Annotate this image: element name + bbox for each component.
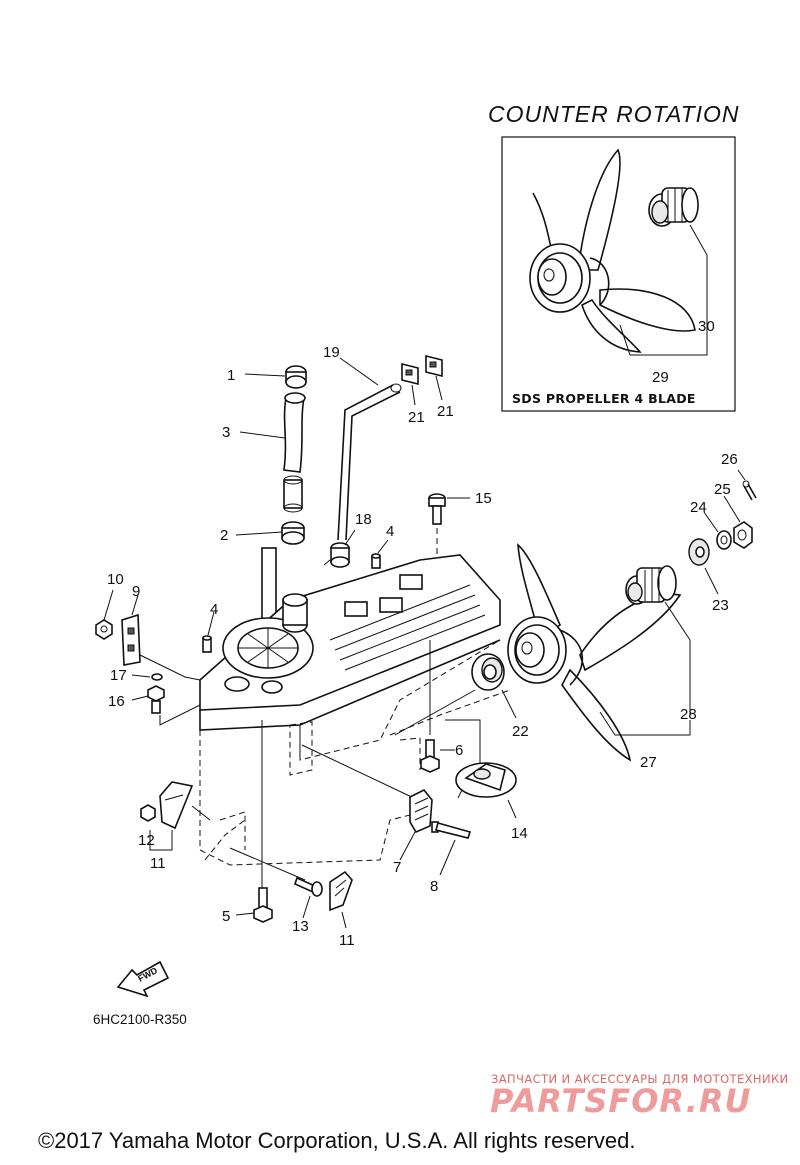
part-bolt-16: [428, 493, 446, 525]
callout-27: 27: [640, 754, 657, 771]
part-bolt-6: [420, 739, 440, 773]
callout-19: 18: [355, 511, 372, 528]
diagram-title: COUNTER ROTATION: [488, 101, 740, 127]
part-bolt-5: [253, 887, 273, 923]
part-nut-25: [733, 521, 753, 549]
callout-13: 12: [138, 832, 155, 849]
part-oring-18: [151, 673, 163, 681]
fwd-arrow: FWD: [116, 960, 170, 998]
inset-frame: [501, 136, 736, 412]
callout-26: 26: [721, 451, 738, 468]
part-nut-13: [140, 804, 156, 822]
callout-8: 9: [132, 583, 140, 600]
callout-12: 11: [150, 855, 166, 872]
part-washer-24: [716, 530, 732, 550]
copyright-notice: ©2017 Yamaha Motor Corporation, U.S.A. A…: [38, 1128, 636, 1153]
callout-25: 25: [714, 481, 731, 498]
part-pin-4b: [371, 553, 381, 569]
callout-1: 1: [227, 367, 235, 384]
part-cover-11: [329, 870, 353, 912]
part-clip-21b: [425, 354, 443, 378]
part-hose-20: [337, 383, 402, 541]
callout-17: 16: [108, 693, 125, 710]
part-bracket-8: [121, 613, 141, 666]
part-anode-7: [409, 788, 433, 834]
callout-4b: 4: [386, 523, 394, 540]
part-water-tube-3: [283, 392, 306, 513]
part-spline-hub-23: [625, 565, 677, 605]
part-fitting-19: [323, 542, 350, 568]
part-pin-4a: [202, 635, 212, 653]
callout-22: 22: [512, 723, 529, 740]
lower-casing-body: [199, 547, 511, 866]
callout-24: 24: [690, 499, 707, 516]
part-screw-14: [294, 876, 323, 897]
callout-3: 3: [222, 424, 230, 441]
inset-propeller: [529, 148, 696, 353]
callout-6: 6: [455, 742, 463, 759]
callout-4a: 4: [210, 601, 218, 618]
part-thrust-washer-22: [471, 653, 505, 691]
callout-2: 2: [220, 527, 228, 544]
callout-16: 15: [475, 490, 492, 507]
callout-20: 19: [323, 344, 340, 361]
callout-5: 5: [222, 908, 230, 925]
reference-code: 6HC2100-R350: [93, 1012, 187, 1027]
part-trim-tab-12: [159, 781, 194, 830]
callout-23: 23: [712, 597, 729, 614]
callout-18: 17: [110, 667, 127, 684]
watermark-logo: PARTSFOR.RU: [490, 1082, 751, 1120]
callout-28: 28: [680, 706, 697, 723]
part-nut-10: [95, 619, 113, 640]
callout-21a: 21: [408, 409, 425, 426]
part-propeller-27: [507, 543, 682, 762]
watermark-logo-text: PARTSFOR.RU: [490, 1082, 751, 1120]
callout-9: 8: [430, 878, 438, 895]
part-spacer-23: [688, 538, 710, 566]
callout-15: 14: [511, 825, 528, 842]
part-grommet-2: [281, 521, 305, 545]
callout-10: 10: [107, 571, 124, 588]
watermark-tagline: ЗАПЧАСТИ И АКСЕССУАРЫ ДЛЯ МОТОТЕХНИКИ: [491, 1072, 789, 1086]
part-anode-15: [455, 762, 517, 799]
part-plug-17: [147, 685, 165, 714]
callout-30: 30: [698, 318, 715, 335]
inset-label: SDS PROPELLER 4 BLADE: [512, 391, 696, 406]
part-clip-21a: [401, 362, 419, 386]
part-grommet-1: [285, 365, 307, 389]
callout-7: 7: [393, 859, 401, 876]
callout-21b: 21: [437, 403, 454, 420]
callout-14: 13: [292, 918, 309, 935]
part-cotter-26: [742, 480, 757, 501]
callout-29: 29: [652, 369, 669, 386]
part-bolt-9: [431, 821, 472, 839]
inset-spline-hub: [648, 187, 699, 227]
callout-11: 11: [339, 932, 355, 949]
